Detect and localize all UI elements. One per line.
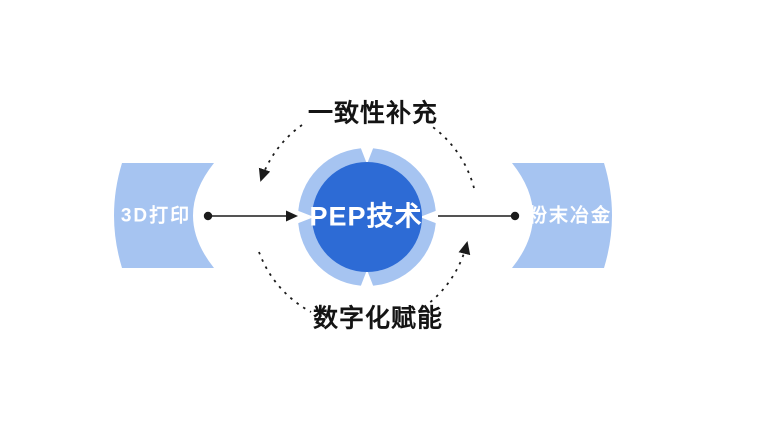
bottom-cycle-label: 数字化赋能 (312, 304, 444, 333)
ring-notch-right (420, 210, 438, 224)
ring-notch-bottom (360, 270, 374, 288)
dashed-arc-top-left (258, 124, 303, 182)
right-ribbon-shape (512, 163, 612, 268)
center-node-label: PEP技术 (309, 201, 423, 232)
ring-notch-top (360, 146, 374, 164)
connector-dot-left (203, 211, 213, 221)
connector-dot-right (510, 211, 520, 221)
top-cycle-label: 一致性补充 (307, 99, 439, 128)
dashed-arc-top-right (429, 124, 475, 189)
left-node-label: 3D打印 (120, 205, 192, 227)
left-ribbon-shape (114, 163, 214, 268)
dashed-arc-bottom-left (258, 251, 312, 313)
connector-arrowhead-left (286, 210, 298, 222)
dashed-arc-bottom-right (423, 241, 471, 308)
ring-notch-left (296, 210, 314, 224)
center-circle (312, 162, 422, 272)
right-node-label: 粉末冶金 (527, 205, 613, 227)
